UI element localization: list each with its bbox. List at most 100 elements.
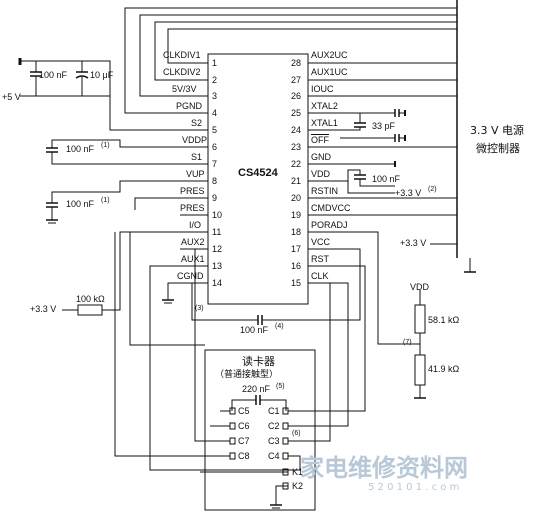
pin-label-right-21: VDD (311, 169, 331, 179)
card-pin-c3: C3 (268, 436, 280, 446)
cap-vdd-label: 100 nF (372, 174, 401, 184)
pin-label-left-4: PGND (176, 101, 203, 111)
card-pin-c8: C8 (238, 451, 250, 461)
pin-num-left-13: 13 (212, 261, 223, 271)
cap-vddp-note: (1) (101, 142, 110, 149)
res-58k-label: 58.1 kΩ (428, 315, 460, 325)
card-pin-c2: C2 (268, 421, 280, 431)
pin-label-left-14: CGND (177, 271, 204, 281)
mcu-bus-right (340, 62, 457, 233)
pin-label-left-3: 5V/3V (172, 84, 197, 94)
card-pin-c4: C4 (268, 451, 280, 461)
pin-label-left-12: AUX2 (181, 237, 205, 247)
pin-num-left-3: 3 (212, 91, 218, 101)
pin-num-right-24: 24 (291, 125, 302, 135)
card-cap-note: (5) (276, 383, 285, 390)
pin-num-left-4: 4 (212, 108, 218, 118)
cgnd-network (162, 282, 193, 304)
pin-num-right-18: 18 (291, 227, 302, 237)
pin-num-left-10: 10 (212, 210, 223, 220)
pin-label-left-9: PRES (180, 186, 205, 196)
card-pin-k1: K1 (292, 467, 304, 477)
right-ground-symbols (394, 110, 406, 167)
crystal-network (340, 109, 405, 142)
cap-vddp-label: 100 nF (66, 144, 95, 154)
pin-num-left-1: 1 (212, 58, 218, 68)
chip-name: CS4524 (238, 167, 278, 179)
pin-num-left-11: 11 (212, 227, 222, 237)
pin-label-left-5: S2 (191, 118, 203, 128)
pin-num-right-15: 15 (291, 278, 302, 288)
pin-label-right-26: IOUC (311, 84, 334, 94)
pin-num-right-22: 22 (291, 159, 302, 169)
cap-100nf-top-label: 100 nF (39, 70, 68, 80)
card-pin-c7: C7 (238, 436, 250, 446)
pin-label-left-13: AUX1 (181, 254, 205, 264)
pin-num-right-19: 19 (291, 210, 302, 220)
cap-10uf-label: 10 μF (90, 70, 114, 80)
pin-num-right-23: 23 (291, 142, 302, 152)
pin-num-left-2: 2 (212, 75, 218, 85)
mcu-label-line2: 微控制器 (476, 142, 520, 155)
pin-label-right-25: XTAL2 (311, 101, 338, 111)
pin-num-right-27: 27 (291, 75, 302, 85)
res-100k-label: 100 kΩ (76, 294, 105, 304)
pin-num-left-14: 14 (212, 278, 223, 288)
watermark-site: 家电维修资料网 (300, 454, 468, 482)
bottom-cap-network (191, 248, 361, 325)
chip-body (207, 53, 309, 305)
pin-label-right-22: GND (311, 152, 331, 162)
pin-num-left-12: 12 (212, 244, 223, 254)
pin-label-left-10: PRES (180, 203, 205, 213)
supply-5v-network (18, 58, 180, 131)
pin-num-right-16: 16 (291, 261, 302, 271)
pin-num-left-7: 7 (212, 159, 218, 169)
pin-num-left-5: 5 (212, 125, 218, 135)
pin-label-right-23: OFF (311, 135, 329, 145)
pin-label-right-17: VCC (311, 237, 331, 247)
pin-num-right-17: 17 (291, 244, 302, 254)
pin-label-right-24: XTAL1 (311, 118, 338, 128)
mcu-supply-label: +3.3 V (400, 238, 427, 248)
mcu-label-line1: 3.3 V 电源 (470, 124, 525, 137)
poradj-network (340, 231, 457, 345)
pin-label-left-6: VDDP (182, 135, 208, 145)
vddp-cap-network (46, 139, 180, 165)
pin-label-right-16: RST (311, 254, 329, 264)
divider-network (414, 290, 426, 399)
left-supply-label: +3.3 V (30, 304, 57, 314)
pin-label-left-2: CLKDIV2 (163, 67, 201, 77)
pin-num-left-9: 9 (212, 193, 218, 203)
card-pin-c1: C1 (268, 406, 280, 416)
res-41k-label: 41.9 kΩ (428, 364, 460, 374)
card-reader-title: 读卡器 (242, 355, 275, 368)
pin-num-right-26: 26 (291, 91, 302, 101)
pin-label-left-11: I/O (189, 220, 202, 230)
card-note-6: (6) (292, 430, 301, 437)
watermark-url: 5 2 0 1 0 1 . c o m (368, 482, 460, 493)
pin-num-left-8: 8 (212, 176, 218, 186)
card-reader-wiring (114, 197, 366, 509)
vdd-network (340, 163, 395, 194)
cap-bottom-label: 100 nF (240, 325, 269, 335)
card-cap-label: 220 nF (242, 384, 271, 394)
pin-label-right-19: CMDVCC (311, 203, 351, 213)
cap-vup-label: 100 nF (66, 199, 95, 209)
note-7: (7) (403, 339, 412, 346)
card-reader-box (204, 349, 316, 511)
pin-label-right-18: PORADJ (311, 220, 348, 230)
pin-num-right-21: 21 (291, 176, 302, 186)
card-pin-c6: C6 (238, 421, 250, 431)
right-pin-stubs (308, 62, 340, 284)
vdd-supply-note: (2) (428, 186, 437, 193)
mcu-bus-left (124, 7, 457, 114)
vdd-supply-label: +3.3 V (395, 188, 422, 198)
crystal-label: 33 pF (372, 121, 396, 131)
pin-num-right-20: 20 (291, 193, 302, 203)
cap-vup-note: (1) (101, 197, 110, 204)
supply-5v-label: +5 V (2, 92, 21, 102)
pin-label-right-28: AUX2UC (311, 50, 348, 60)
pin-num-right-28: 28 (291, 58, 302, 68)
